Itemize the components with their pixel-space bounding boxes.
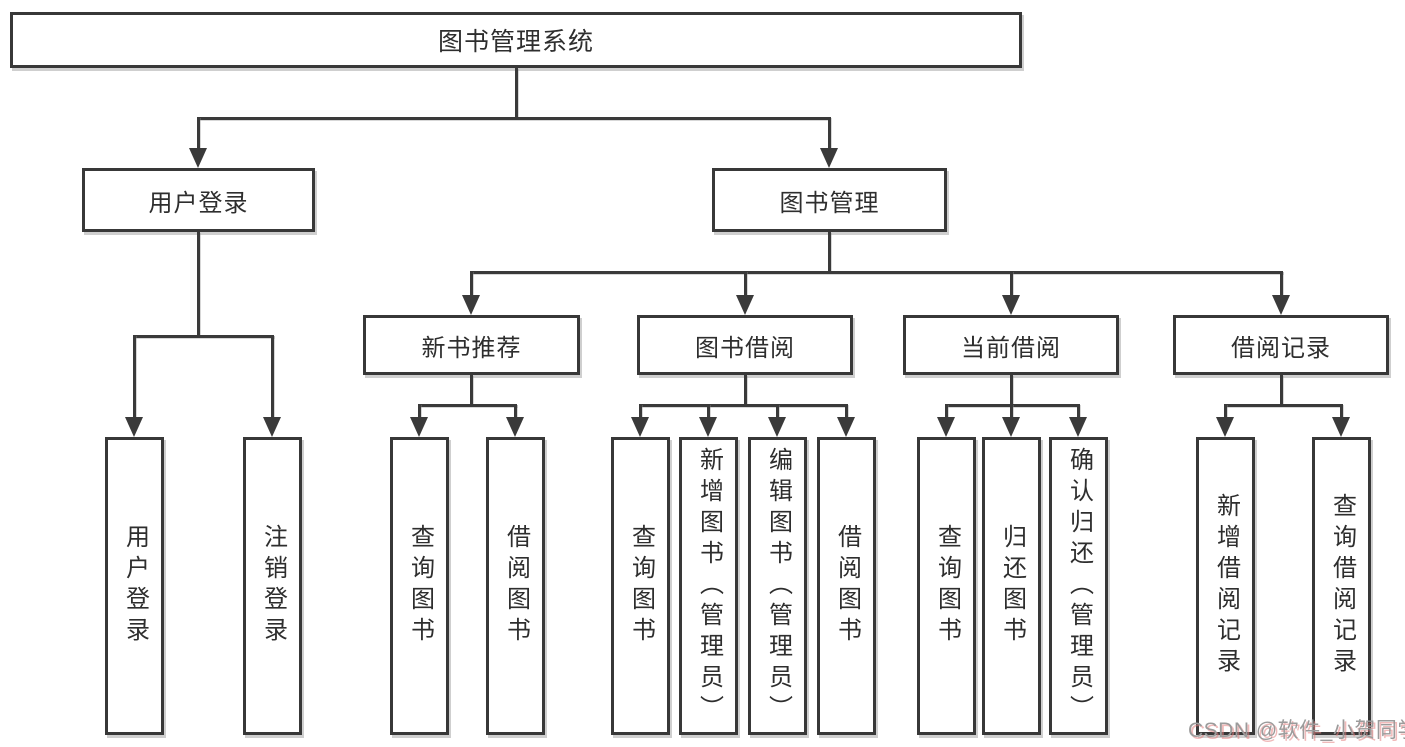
arrow-down-icon <box>189 148 207 168</box>
connector-line <box>707 404 710 419</box>
arrow-down-icon <box>506 417 524 437</box>
arrow-down-icon <box>1216 417 1234 437</box>
connector-line <box>845 404 848 419</box>
arrow-down-icon <box>125 417 143 437</box>
arrow-down-icon <box>820 148 838 168</box>
arrow-down-icon <box>1332 417 1350 437</box>
arrow-down-icon <box>736 295 754 315</box>
node-label: 查询借阅记录 <box>1328 493 1356 679</box>
leaf-query-books-borrowing: 查询图书 <box>611 437 670 735</box>
leaf-borrow-books-borrowing: 借阅图书 <box>817 437 876 735</box>
node-label: 新增图书（管理员） <box>695 446 723 726</box>
connector-line <box>1280 375 1283 406</box>
connector-line <box>514 404 517 419</box>
connector-line <box>1010 375 1013 406</box>
connector-line <box>470 375 473 406</box>
leaf-query-books-recommend: 查询图书 <box>390 437 449 735</box>
connector-line <box>1010 404 1013 419</box>
leaf-add-borrow-record: 新增借阅记录 <box>1196 437 1255 735</box>
arrow-down-icon <box>1002 417 1020 437</box>
node-label: 新书推荐 <box>421 334 522 362</box>
connector-line <box>639 404 847 407</box>
leaf-query-borrow-record: 查询借阅记录 <box>1312 437 1371 735</box>
node-book-borrowing: 图书借阅 <box>637 315 853 375</box>
arrow-down-icon <box>699 417 717 437</box>
leaf-edit-book-admin: 编辑图书（管理员） <box>748 437 807 735</box>
connector-line <box>197 117 200 150</box>
node-label: 确认归还（管理员） <box>1065 446 1093 726</box>
connector-line <box>744 271 747 297</box>
leaf-return-book: 归还图书 <box>982 437 1041 735</box>
leaf-add-book-admin: 新增图书（管理员） <box>679 437 738 735</box>
node-label: 图书借阅 <box>695 334 795 362</box>
node-label: 用户登录 <box>121 524 149 648</box>
arrow-down-icon <box>937 417 955 437</box>
connector-line <box>1010 271 1013 297</box>
connector-line <box>470 271 1283 274</box>
node-label: 图书管理系统 <box>437 28 594 56</box>
arrow-down-icon <box>1069 417 1087 437</box>
connector-line <box>197 117 830 120</box>
leaf-user-login: 用户登录 <box>105 437 164 735</box>
leaf-borrow-books-recommend: 借阅图书 <box>486 437 545 735</box>
node-borrow-records: 借阅记录 <box>1173 315 1389 375</box>
connector-line <box>197 232 200 337</box>
node-label: 归还图书 <box>998 524 1026 648</box>
connector-line <box>418 404 517 407</box>
connector-line <box>133 335 136 419</box>
arrow-down-icon <box>462 295 480 315</box>
node-label: 编辑图书（管理员） <box>764 446 792 726</box>
node-current-borrowing: 当前借阅 <box>903 315 1119 375</box>
arrow-down-icon <box>768 417 786 437</box>
node-label: 当前借阅 <box>961 334 1061 362</box>
csdn-watermark: CSDN @软件_小贺同学 <box>1188 719 1405 742</box>
node-label: 查询图书 <box>627 524 655 648</box>
arrow-down-icon <box>1272 295 1290 315</box>
connector-line <box>470 271 473 297</box>
node-label: 查询图书 <box>406 524 434 648</box>
node-label: 注销登录 <box>259 524 287 648</box>
node-label: 借阅图书 <box>833 524 861 648</box>
node-new-book-recommend: 新书推荐 <box>363 315 580 375</box>
arrow-down-icon <box>837 417 855 437</box>
arrow-down-icon <box>410 417 428 437</box>
node-user-login: 用户登录 <box>82 168 315 232</box>
node-book-management: 图书管理 <box>712 168 947 232</box>
node-label: 图书管理 <box>779 189 880 217</box>
arrow-down-icon <box>631 417 649 437</box>
node-label: 查询图书 <box>933 524 961 648</box>
connector-line <box>828 232 831 273</box>
node-label: 借阅记录 <box>1231 334 1331 362</box>
connector-line <box>945 404 948 419</box>
connector-line <box>744 375 747 406</box>
node-label: 借阅图书 <box>502 524 530 648</box>
connector-line <box>418 404 421 419</box>
leaf-query-books-current: 查询图书 <box>917 437 976 735</box>
leaf-confirm-return-admin: 确认归还（管理员） <box>1049 437 1108 735</box>
connector-line <box>515 68 518 119</box>
connector-line <box>1224 404 1342 407</box>
connector-line <box>1224 404 1227 419</box>
connector-line <box>776 404 779 419</box>
arrow-down-icon <box>263 417 281 437</box>
leaf-logout: 注销登录 <box>243 437 302 735</box>
connector-line <box>1280 271 1283 297</box>
node-library-system: 图书管理系统 <box>10 12 1022 68</box>
connector-line <box>271 335 274 419</box>
connector-line <box>639 404 642 419</box>
node-label: 新增借阅记录 <box>1212 493 1240 679</box>
connector-line <box>1340 404 1343 419</box>
node-label: 用户登录 <box>148 189 249 217</box>
connector-line <box>1077 404 1080 419</box>
arrow-down-icon <box>1002 295 1020 315</box>
connector-line <box>828 117 831 150</box>
connector-line <box>133 335 274 338</box>
